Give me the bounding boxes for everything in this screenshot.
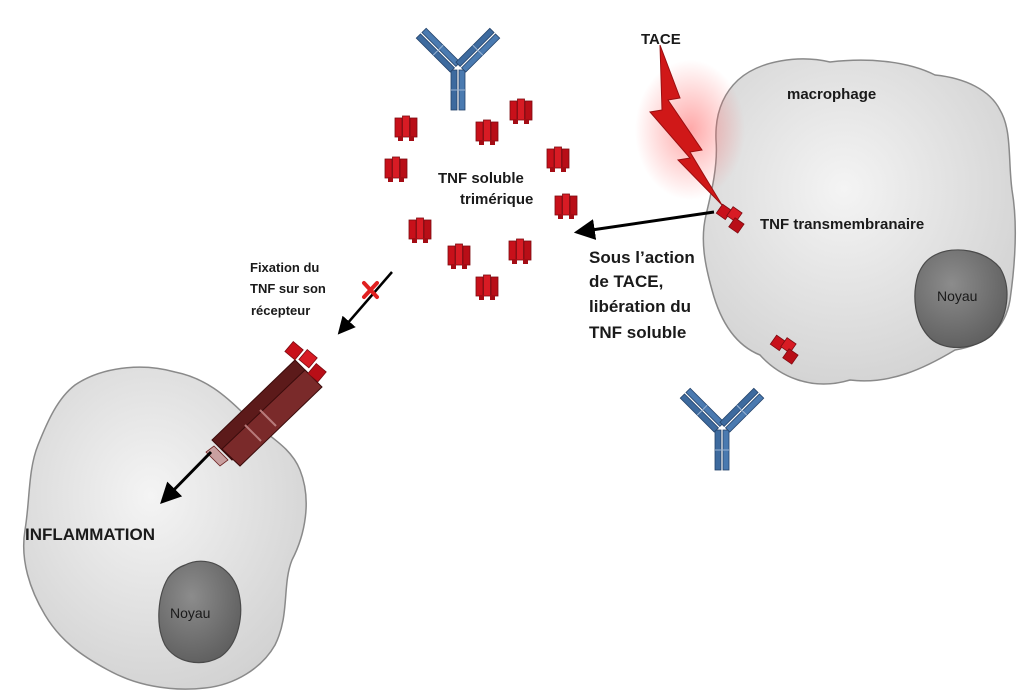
antibody-top-icon [415,27,501,111]
tnf-trimer-icon [475,119,499,146]
tnf-trimer-icon [447,243,471,270]
inflammation-arrow [160,450,213,505]
macrophage-nucleus [914,249,1008,349]
tnf-trimer-icon [509,98,533,125]
noyau-label-right: Noyau [937,288,977,304]
action-label-4: TNF soluble [589,323,686,342]
action-label-3: libération du [589,297,691,316]
binding-arrow [337,271,393,335]
target-cell-nucleus [158,560,242,664]
block-x-icon [362,281,379,299]
fixation-label-3: récepteur [251,303,310,318]
tnf-soluble-label-1: TNF soluble [438,170,524,187]
tnf-receptor-icon [205,359,323,467]
tnf-trimer-icon [508,238,532,265]
noyau-label-left: Noyau [170,605,210,621]
tnf-trimer-icon [475,274,499,301]
tnf-trimer-icon [554,193,578,220]
release-arrow [573,210,715,240]
tnf-soluble-label-2: trimérique [460,191,533,208]
macrophage-label: macrophage [787,86,876,103]
tnf-trimer-icon [546,146,570,173]
bound-tnf-icon [284,340,327,383]
action-label-2: de TACE, [589,272,663,291]
tace-label: TACE [641,31,681,48]
tnf-trimer-icon [408,217,432,244]
tnf-trimer-icon [394,115,418,142]
inflammation-label: INFLAMMATION [25,525,155,544]
tnf-transmembrane-label: TNF transmembranaire [760,216,924,233]
tace-glow [635,60,745,200]
antibody-bottom-icon [679,387,765,471]
tnf-trimer-icon [384,156,408,183]
fixation-label-2: TNF sur son [250,281,326,296]
fixation-label-1: Fixation du [250,260,319,275]
action-label-1: Sous l’action [589,248,695,267]
